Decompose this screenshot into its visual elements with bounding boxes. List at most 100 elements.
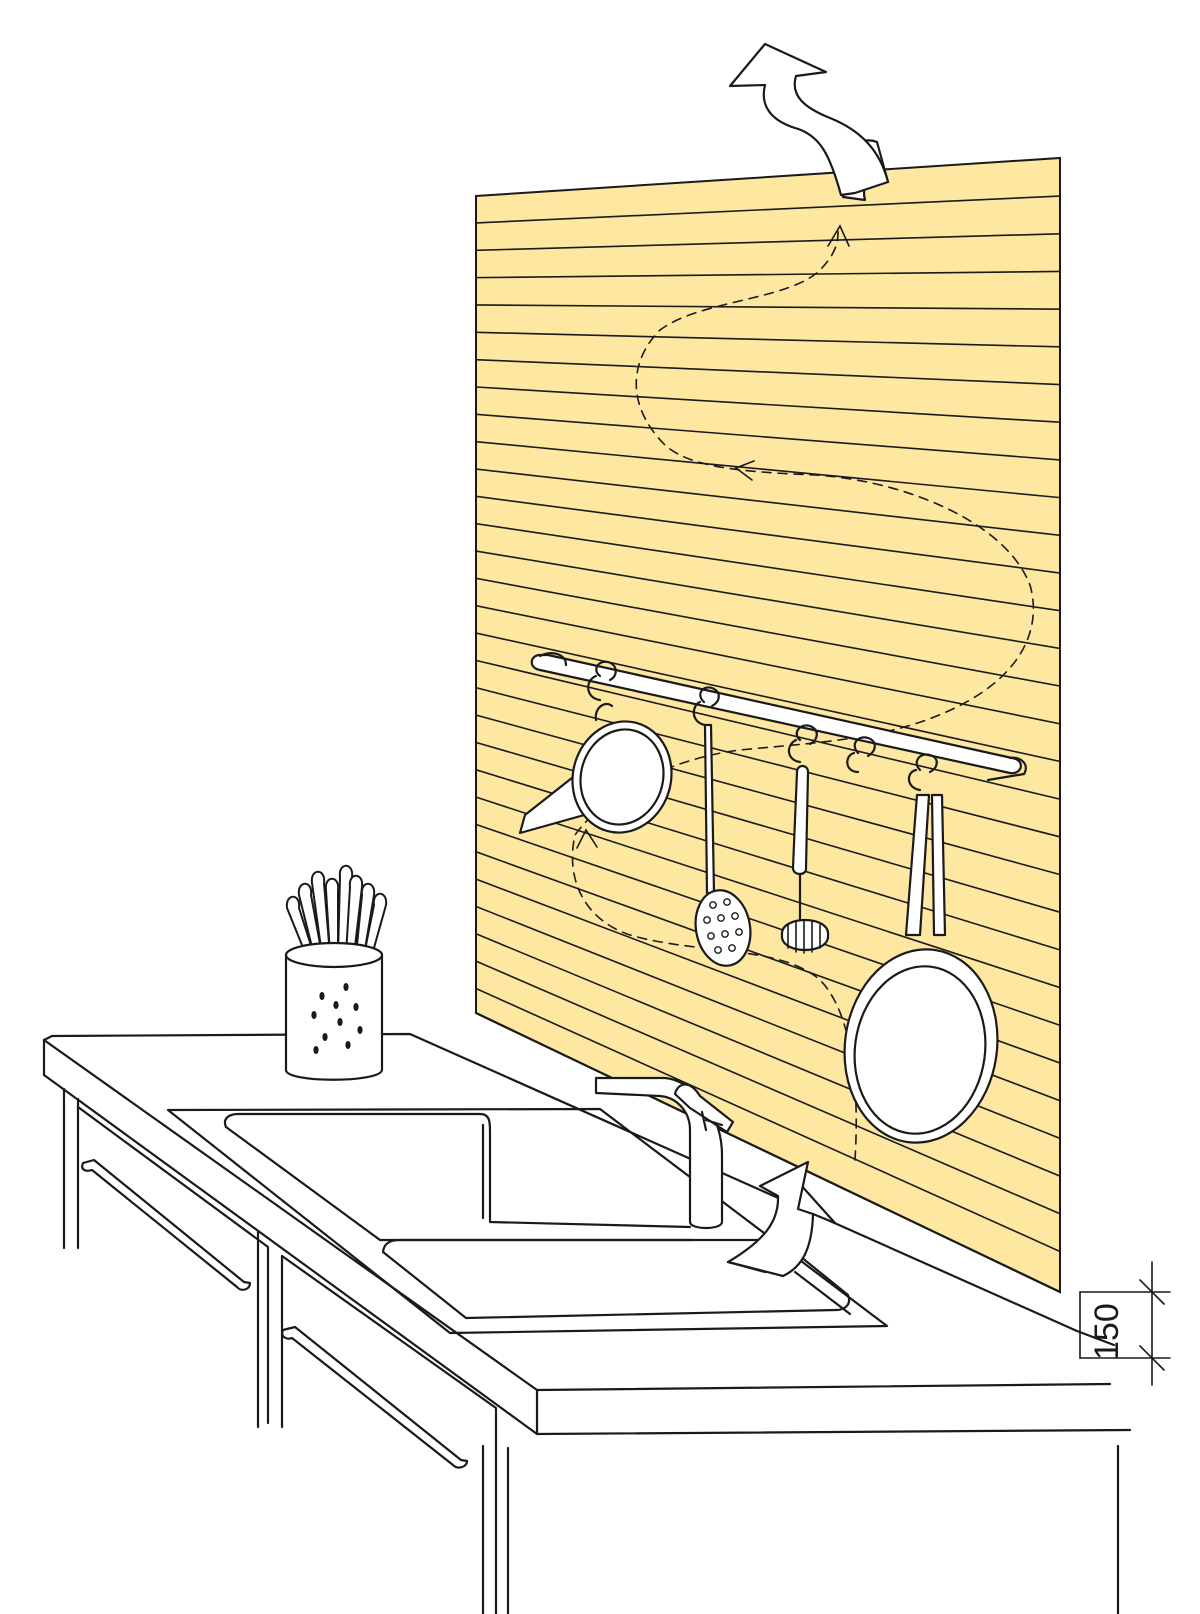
skimmer-hole: [707, 932, 715, 940]
cabinets: [62, 1087, 1120, 1614]
faucet-lever: [673, 1083, 735, 1134]
utensil-holder-rim: [284, 941, 384, 969]
funnel-hanging-loop: [594, 702, 614, 722]
holder-hole: [311, 1011, 317, 1019]
sink-basin-left-front: [224, 1125, 692, 1242]
panel-stripe: [476, 440, 1060, 499]
drawer-handle: [281, 1325, 469, 1469]
panel-stripe: [476, 522, 1060, 613]
utensil-holder-holes: [311, 983, 363, 1054]
air-flow-arrowhead-middle: [734, 460, 755, 481]
faucet-icon: [594, 1076, 735, 1230]
skimmer-hole: [709, 901, 717, 909]
panel-stripe: [476, 957, 1060, 1218]
panel-stripe: [476, 630, 1060, 764]
backsplash-panel: [475, 156, 1061, 1294]
skimmer-head: [694, 889, 752, 967]
sink-basin-right: [381, 1238, 851, 1320]
rail-bar: [530, 653, 1022, 775]
skimmer-hole: [731, 912, 739, 920]
rail-end-bracket: [538, 652, 568, 667]
panel-surface: [475, 156, 1061, 1294]
faucet-lever-detail: [700, 1110, 724, 1132]
utensil-handle: [324, 877, 340, 956]
drawer-handle: [81, 1158, 252, 1291]
air-flow-path: [571, 224, 1035, 1161]
sink-drainboard-edge: [793, 1270, 852, 1316]
skimmer-hole: [714, 946, 722, 954]
pan-handle: [930, 793, 947, 937]
s-hooks: [587, 660, 938, 792]
panel-stripe: [476, 576, 1060, 688]
cabinet-door-top: [76, 1105, 270, 1425]
s-hook: [787, 724, 818, 764]
whisk-icon: [780, 764, 830, 954]
panel-stripe: [476, 232, 1060, 252]
pan-handle: [904, 793, 931, 937]
utensil-handle: [354, 882, 376, 956]
sink-icon: [166, 1107, 889, 1335]
holder-hole: [337, 1018, 343, 1026]
hot-air-arrow-icon: [726, 1160, 815, 1278]
air-flow-dashed-line: [571, 227, 1035, 1161]
s-hook: [692, 686, 720, 727]
holder-hole: [343, 983, 349, 991]
sink-rim: [166, 1107, 889, 1335]
panel-stripe: [476, 413, 1060, 462]
panel-stripe: [476, 930, 1060, 1180]
holder-hole: [322, 1033, 328, 1041]
cabinet-door-bottom: [280, 1254, 498, 1614]
panel-stripe: [476, 685, 1060, 840]
panel-stripe: [476, 358, 1060, 386]
holder-hole: [319, 992, 325, 1000]
panel-stripe: [476, 270, 1060, 279]
utensil-handle: [297, 882, 324, 956]
utensil-holder-icon: [284, 864, 388, 1081]
holder-hole: [333, 1001, 339, 1009]
panel-stripe: [476, 603, 1060, 726]
panel-stripe: [476, 739, 1060, 915]
air-flow-arrowhead-lower: [576, 828, 598, 849]
skimmer-hole: [735, 928, 743, 936]
whisk-handle: [791, 764, 810, 876]
utensil-rail-icon: [530, 652, 1027, 782]
utensil-holder-body: [284, 953, 384, 1081]
dimension-label: 150: [1088, 1303, 1126, 1360]
panel-stripe: [476, 467, 1060, 537]
worktop-surface-edge: [42, 1032, 1116, 1347]
panel-stripe: [476, 985, 1060, 1255]
s-hook: [907, 753, 938, 792]
dimension-tick-top: [1139, 1279, 1165, 1305]
panel-stripe: [476, 385, 1060, 424]
whisk-coil-lines: [787, 919, 821, 954]
s-hook: [587, 660, 617, 702]
funnel-rim: [571, 720, 673, 834]
skimmer-hole: [721, 930, 729, 938]
panel-stripe: [476, 658, 1060, 802]
holder-hole: [353, 1003, 359, 1011]
pan-body: [843, 948, 999, 1144]
air-flow-arrowhead-top: [827, 224, 850, 247]
holder-hole: [313, 1046, 319, 1054]
skimmer-hole: [703, 916, 711, 924]
panel-stripe: [476, 712, 1060, 877]
utensil-handle: [362, 892, 388, 956]
worktop: [42, 1011, 1132, 1436]
panel-stripe: [476, 549, 1060, 651]
panel-stripe: [476, 304, 1060, 310]
sink-basin-left: [223, 1112, 692, 1229]
holder-hole: [357, 1026, 363, 1034]
skimmer-holes: [703, 898, 743, 954]
skimmer-hole: [723, 898, 731, 906]
s-hook: [846, 736, 876, 774]
worktop-back-edge: [474, 1011, 1062, 1294]
hot-air-arrow-icon: [728, 42, 890, 197]
frying-pan-icon: [843, 793, 999, 1144]
rail-end-bracket: [986, 756, 1027, 782]
whisk-coil: [780, 918, 830, 952]
skimmer-hole: [717, 914, 725, 922]
utensil-handle: [310, 870, 332, 956]
skimmer-icon: [694, 723, 752, 967]
